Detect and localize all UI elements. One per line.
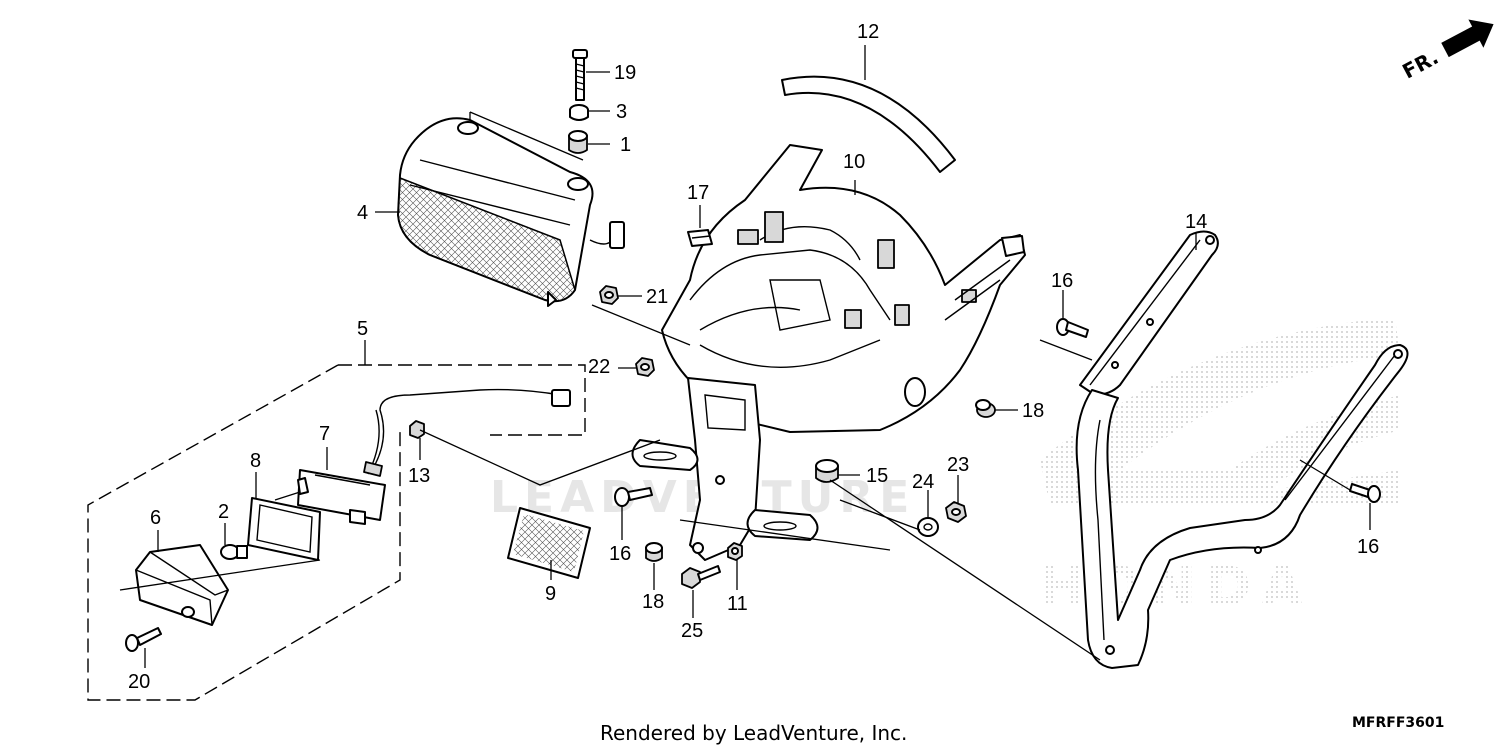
callout-21: 21 [646, 286, 668, 308]
part-grommet-18-lower [645, 542, 663, 562]
part-nut-23 [945, 501, 967, 523]
callout-labels: 1 2 3 4 5 6 7 8 9 10 11 12 13 14 15 16 1… [128, 21, 1379, 693]
callout-17: 17 [687, 182, 709, 204]
part-nut-22 [635, 357, 655, 377]
part-license-bracket [631, 377, 819, 561]
callout-14: 14 [1185, 211, 1207, 233]
callout-1: 1 [620, 134, 631, 156]
callout-15: 15 [866, 465, 888, 487]
callout-20: 20 [128, 671, 150, 693]
part-nut-21 [599, 285, 619, 305]
part-reflector-9 [507, 507, 591, 579]
part-washer-24 [917, 517, 939, 537]
part-rear-fender-10 [661, 144, 1026, 433]
part-socket-7 [297, 469, 386, 525]
render-credit: Rendered by LeadVenture, Inc. [600, 721, 907, 745]
callout-19: 19 [614, 62, 636, 84]
callout-18-right: 18 [1022, 400, 1044, 422]
part-clip-17 [687, 229, 713, 247]
callout-8: 8 [250, 450, 261, 472]
callout-10: 10 [843, 151, 865, 173]
honda-logo-text: HONDA [1040, 555, 1313, 618]
callout-3: 3 [616, 101, 627, 123]
part-nut-11 [727, 542, 743, 561]
front-direction-indicator: FR. [1398, 19, 1494, 84]
callout-22: 22 [588, 356, 610, 378]
part-screw-20 [125, 627, 162, 652]
part-bracket-14 [1079, 230, 1219, 396]
callout-16-center: 16 [609, 543, 631, 565]
part-clip-13 [409, 420, 425, 439]
callout-12: 12 [857, 21, 879, 43]
callout-25: 25 [681, 620, 703, 642]
callout-4: 4 [357, 202, 368, 224]
front-arrow-icon [1441, 19, 1494, 58]
part-grommet-1 [568, 130, 588, 154]
callout-5: 5 [357, 318, 368, 340]
part-rear-fender-stay [1075, 344, 1409, 669]
callout-2: 2 [218, 501, 229, 523]
part-screw-16-right [1349, 483, 1381, 503]
callout-23: 23 [947, 454, 969, 476]
part-screw-16-left [1056, 318, 1089, 338]
part-seal-strip-12 [781, 75, 956, 173]
part-rubber-15 [815, 459, 839, 483]
callout-6: 6 [150, 507, 161, 529]
part-bulb-2 [220, 544, 248, 560]
callout-9: 9 [545, 583, 556, 605]
part-tail-light [397, 117, 625, 307]
part-wire-harness [363, 388, 571, 477]
part-grommet-18-right [975, 399, 996, 418]
leader-lines [119, 45, 1371, 668]
callout-16-right: 16 [1357, 536, 1379, 558]
part-screw-16-center [614, 487, 653, 507]
callout-11: 11 [727, 593, 748, 615]
callout-16-left: 16 [1051, 270, 1073, 292]
part-bolt-19 [572, 49, 588, 101]
part-license-light-6 [135, 544, 229, 626]
callout-24: 24 [912, 471, 934, 493]
callout-7: 7 [319, 423, 330, 445]
callout-18-lower: 18 [642, 591, 664, 613]
part-collar-3 [569, 104, 589, 121]
part-bolt-25 [681, 565, 721, 589]
callout-13: 13 [408, 465, 430, 487]
front-direction-label: FR. [1398, 45, 1442, 84]
diagram-code: MFRFF3601 [1352, 715, 1444, 731]
part-license-light-assembly-box [87, 364, 586, 701]
